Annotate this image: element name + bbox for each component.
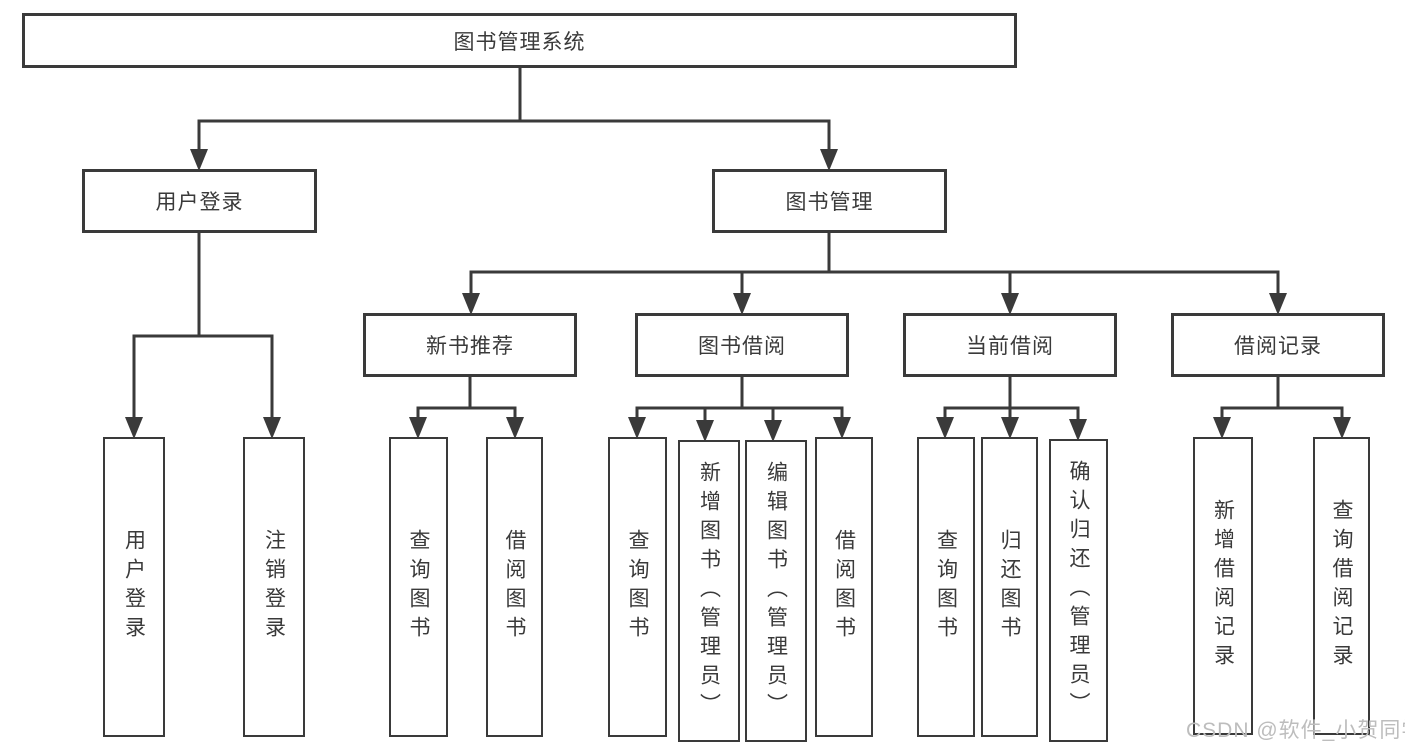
leaf-cb-return-books: 归还图书 bbox=[981, 437, 1038, 737]
arrowheads bbox=[125, 149, 1351, 442]
leaf-label: 查询图书 bbox=[407, 529, 430, 645]
node-user-login: 用户登录 bbox=[82, 169, 317, 233]
leaf-bb-query-books: 查询图书 bbox=[608, 437, 667, 737]
leaf-label: 新增图书（管理员） bbox=[697, 460, 721, 722]
leaf-bb-edit-books-admin: 编辑图书（管理员） bbox=[745, 440, 807, 742]
leaf-bb-borrow-books: 借阅图书 bbox=[815, 437, 873, 737]
leaf-label: 归还图书 bbox=[998, 529, 1021, 645]
node-book-management: 图书管理 bbox=[712, 169, 947, 233]
leaf-label: 编辑图书（管理员） bbox=[764, 460, 788, 722]
leaf-br-query-borrow-record: 查询借阅记录 bbox=[1313, 437, 1370, 735]
leaf-label: 查询图书 bbox=[934, 529, 958, 645]
node-label: 当前借阅 bbox=[966, 335, 1054, 358]
leaf-logout-login: 注销登录 bbox=[243, 437, 305, 737]
node-book-borrowing: 图书借阅 bbox=[635, 313, 849, 377]
leaf-label: 查询借阅记录 bbox=[1330, 499, 1353, 673]
node-current-borrowing: 当前借阅 bbox=[903, 313, 1117, 377]
connector-rails bbox=[132, 68, 1344, 422]
leaf-label: 新增借阅记录 bbox=[1211, 499, 1235, 673]
leaf-label: 确认归还（管理员） bbox=[1067, 460, 1090, 721]
leaf-user-login: 用户登录 bbox=[103, 437, 165, 737]
node-borrow-records: 借阅记录 bbox=[1171, 313, 1385, 377]
leaf-bb-add-books-admin: 新增图书（管理员） bbox=[678, 440, 740, 742]
leaf-label: 查询图书 bbox=[626, 529, 649, 645]
leaf-label: 用户登录 bbox=[122, 529, 146, 645]
node-label: 新书推荐 bbox=[426, 335, 514, 358]
leaf-label: 注销登录 bbox=[262, 529, 286, 645]
node-new-book-recommend: 新书推荐 bbox=[363, 313, 577, 377]
leaf-nbr-query-books: 查询图书 bbox=[389, 437, 448, 737]
node-label: 图书管理系统 bbox=[453, 30, 586, 54]
leaf-label: 借阅图书 bbox=[832, 529, 856, 645]
leaf-nbr-borrow-books: 借阅图书 bbox=[486, 437, 543, 737]
node-label: 图书借阅 bbox=[698, 335, 786, 358]
node-library-system: 图书管理系统 bbox=[22, 13, 1017, 68]
watermark: CSDN @软件_小贺同学 bbox=[1186, 719, 1405, 742]
node-label: 图书管理 bbox=[785, 191, 874, 214]
leaf-cb-query-books: 查询图书 bbox=[917, 437, 975, 737]
leaf-br-add-borrow-record: 新增借阅记录 bbox=[1193, 437, 1253, 735]
node-label: 用户登录 bbox=[155, 191, 244, 214]
leaf-label: 借阅图书 bbox=[503, 529, 526, 645]
node-label: 借阅记录 bbox=[1234, 335, 1322, 358]
leaf-cb-confirm-return-admin: 确认归还（管理员） bbox=[1049, 439, 1108, 742]
